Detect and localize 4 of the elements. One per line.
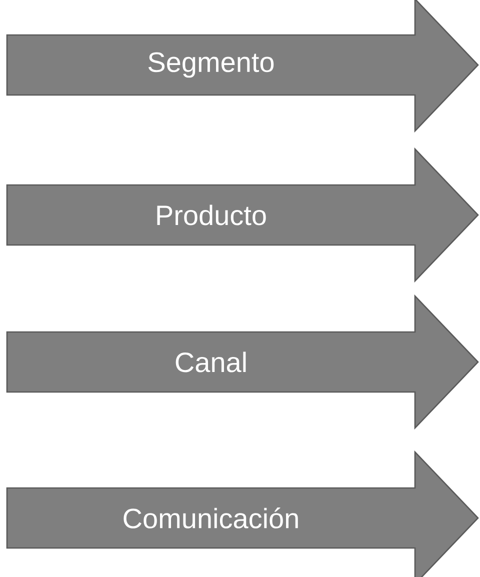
step-banner: Comunicación: [6, 450, 479, 577]
step-banner: Canal: [6, 294, 479, 430]
step-banner: Producto: [6, 147, 479, 283]
step-banner: Segmento: [6, 0, 479, 133]
